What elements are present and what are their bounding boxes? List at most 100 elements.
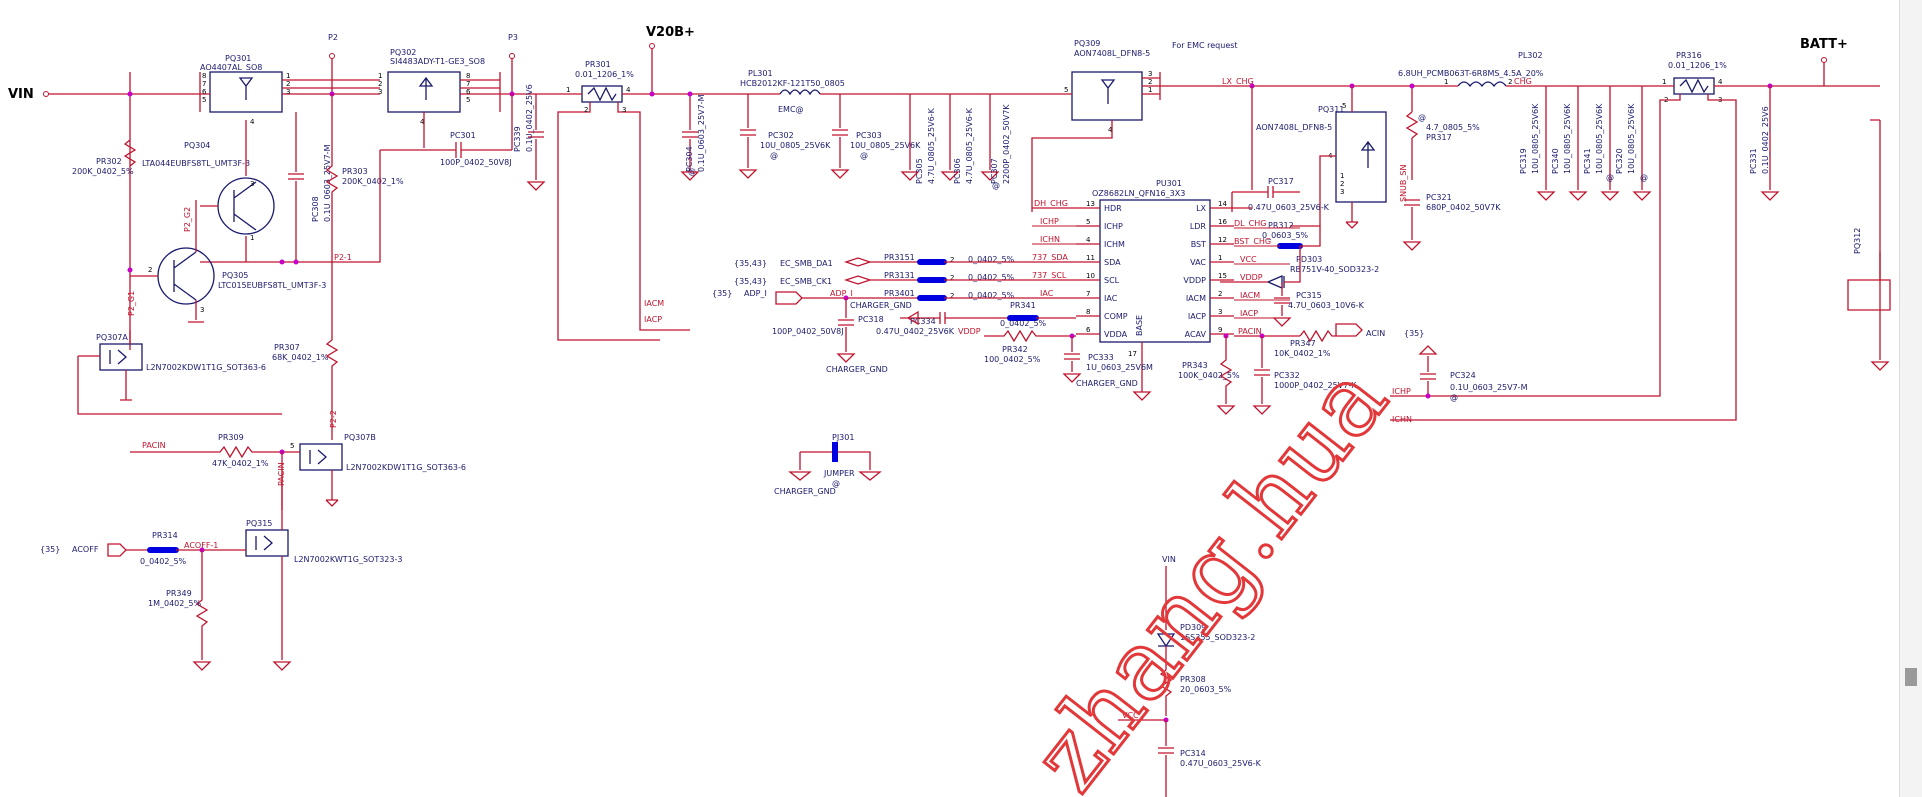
svg-text:L2N7002KDW1T1G_SOT363-6: L2N7002KDW1T1G_SOT363-6: [346, 463, 466, 472]
svg-text:1: 1: [286, 72, 290, 80]
svg-text:BASE: BASE: [1135, 315, 1144, 336]
svg-text:P2_G2: P2_G2: [183, 207, 192, 232]
svg-text:HCB2012KF-121T50_0805: HCB2012KF-121T50_0805: [740, 79, 845, 88]
ic-pin-number: 3: [1218, 308, 1222, 316]
ic-pin-number: 5: [1086, 218, 1090, 226]
svg-text:2200P_0402_50V7K: 2200P_0402_50V7K: [1002, 104, 1011, 184]
svg-text:BATT+: BATT+: [1800, 37, 1848, 52]
ic-pin-name: IAC: [1104, 294, 1118, 303]
ic-pin-number: 9: [1218, 326, 1222, 334]
svg-text:3: 3: [286, 88, 290, 96]
svg-text:0.1U_0603_25V7-M: 0.1U_0603_25V7-M: [1450, 383, 1528, 392]
svg-text:5: 5: [290, 442, 294, 450]
svg-text:100P_0402_50V8J: 100P_0402_50V8J: [772, 327, 844, 336]
ic-pin-number: 7: [1086, 290, 1090, 298]
pq311-mosfet: PQ311 AON7408L_DFN8-5 54 321: [1256, 102, 1387, 229]
svg-text:IAC: IAC: [1040, 289, 1054, 298]
svg-text:PR302: PR302: [96, 157, 122, 166]
svg-text:2: 2: [378, 80, 382, 88]
svg-text:0_0402_5%: 0_0402_5%: [968, 273, 1015, 282]
ic-pin-number: 6: [1086, 326, 1091, 334]
ic-pin-name: COMP: [1104, 312, 1128, 321]
v20b-rail: V20B+ PC304 0.1U_0603_25V7-M @: [646, 25, 770, 181]
svg-text:PC317: PC317: [1268, 177, 1294, 186]
svg-text:P2_G1: P2_G1: [127, 291, 136, 316]
svg-text:2: 2: [1148, 78, 1152, 86]
svg-text:4.7U_0603_10V6-K: 4.7U_0603_10V6-K: [1288, 301, 1365, 310]
ic-pin-name: VDDP: [1183, 276, 1206, 285]
svg-text:PC340: PC340: [1551, 148, 1560, 174]
svg-text:PC318: PC318: [858, 315, 884, 324]
svg-text:@: @: [860, 151, 868, 160]
ic-pin-name: VDDA: [1104, 330, 1128, 339]
svg-text:PC308: PC308: [311, 196, 320, 222]
svg-text:737_SCL: 737_SCL: [1032, 271, 1067, 280]
svg-text:AON7408L_DFN8-5: AON7408L_DFN8-5: [1256, 123, 1332, 132]
pc318-cap: PC318 100P_0402_50V8J CHARGER_GND: [772, 298, 888, 374]
svg-text:IACM: IACM: [1240, 291, 1260, 300]
svg-text:10U_0805_25V6K: 10U_0805_25V6K: [850, 141, 921, 150]
svg-text:0.1U_0402_25V6: 0.1U_0402_25V6: [525, 84, 534, 152]
svg-text:PR301: PR301: [585, 60, 611, 69]
svg-text:17: 17: [1128, 350, 1137, 358]
svg-text:8: 8: [202, 72, 206, 80]
svg-text:3: 3: [1148, 70, 1152, 78]
svg-text:@: @: [1450, 393, 1458, 402]
batt-rail: BATT+ PC331 0.1U_0402_25V6: [1749, 37, 1890, 371]
svg-text:For EMC request: For EMC request: [1172, 41, 1238, 50]
svg-text:OZ8682LN_QFN16_3X3: OZ8682LN_QFN16_3X3: [1092, 189, 1185, 198]
svg-text:{35}: {35}: [40, 545, 60, 554]
svg-text:EMC@: EMC@: [778, 105, 804, 114]
svg-text:PQ307A: PQ307A: [96, 333, 128, 342]
svg-text:VIN: VIN: [1162, 555, 1176, 564]
svg-text:ACOFF-1: ACOFF-1: [184, 541, 218, 550]
ic-pin-name: IACP: [1188, 312, 1206, 321]
svg-text:EC_SMB_DA1: EC_SMB_DA1: [780, 259, 833, 268]
svg-text:PC333: PC333: [1088, 353, 1114, 362]
svg-text:1: 1: [1662, 78, 1666, 86]
svg-text:{35,43}: {35,43}: [734, 277, 767, 286]
svg-text:100P_0402_50V8J: 100P_0402_50V8J: [440, 158, 512, 167]
svg-text:@: @: [1418, 113, 1426, 122]
scrollbar-thumb[interactable]: [1905, 668, 1917, 686]
ic-pin-name: HDR: [1104, 204, 1122, 213]
svg-text:PQ301: PQ301: [225, 54, 251, 63]
p2-node: P2: [328, 33, 338, 97]
vertical-scrollbar[interactable]: [1899, 0, 1922, 797]
lx-node: LX_CHG: [1160, 77, 1440, 190]
svg-text:@: @: [1606, 173, 1614, 182]
svg-text:AO4407AL_SO8: AO4407AL_SO8: [200, 63, 262, 72]
svg-text:5: 5: [1342, 102, 1346, 110]
svg-text:L2N7002KDW1T1G_SOT363-6: L2N7002KDW1T1G_SOT363-6: [146, 363, 266, 372]
svg-text:CHG: CHG: [1514, 77, 1532, 86]
pc308-cap: PC308 0.1U_0603_25V7-M: [288, 112, 332, 262]
svg-text:PC303: PC303: [856, 131, 882, 140]
svg-text:PC332: PC332: [1274, 371, 1300, 380]
svg-text:ICHN: ICHN: [1392, 415, 1412, 424]
svg-text:LTA044EUBFS8TL_UMT3F-3: LTA044EUBFS8TL_UMT3F-3: [142, 159, 250, 168]
svg-text:PQ315: PQ315: [246, 519, 272, 528]
svg-text:PC305: PC305: [915, 158, 924, 184]
svg-text:0.01_1206_1%: 0.01_1206_1%: [575, 70, 634, 79]
svg-text:PR343: PR343: [1182, 361, 1208, 370]
ic-pin-name: LDR: [1190, 222, 1207, 231]
svg-text:JUMPER: JUMPER: [823, 469, 855, 478]
svg-text:PC319: PC319: [1519, 148, 1528, 174]
svg-text:RB751V-40_SOD323-2: RB751V-40_SOD323-2: [1290, 265, 1379, 274]
svg-text:6.8UH_PCMB063T-6R8MS_4.5A_20%: 6.8UH_PCMB063T-6R8MS_4.5A_20%: [1398, 69, 1544, 78]
svg-text:737_SDA: 737_SDA: [1032, 253, 1068, 262]
ic-pin-name: LX: [1196, 204, 1206, 213]
svg-text:4.7U_0805_25V6-K: 4.7U_0805_25V6-K: [965, 107, 974, 184]
svg-text:1U_0603_25V6M: 1U_0603_25V6M: [1086, 363, 1153, 372]
svg-text:2: 2: [286, 80, 290, 88]
svg-text:2: 2: [1340, 180, 1344, 188]
svg-text:6: 6: [466, 88, 471, 96]
svg-text:CHARGER_GND: CHARGER_GND: [850, 301, 912, 310]
svg-text:ICHN: ICHN: [1040, 235, 1060, 244]
ic-pin-number: 2: [1218, 290, 1222, 298]
